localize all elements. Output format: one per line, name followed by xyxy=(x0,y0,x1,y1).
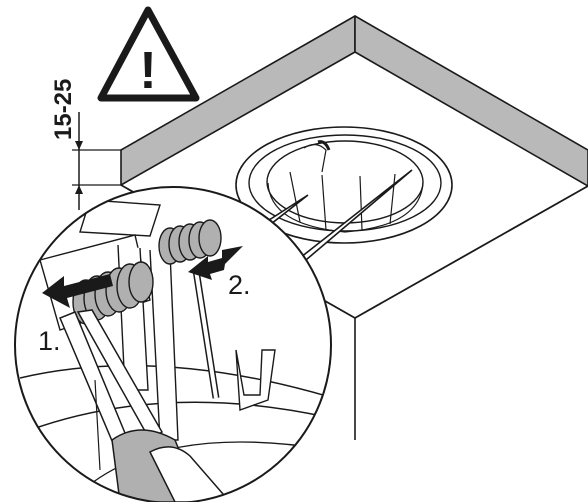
warning-triangle-icon: ! xyxy=(97,6,200,102)
pliers-tool xyxy=(59,309,232,502)
arrow-step-1-icon xyxy=(42,274,113,308)
arrow-step-2-icon xyxy=(188,246,243,280)
magnified-detail xyxy=(14,186,332,502)
dimension-marker: 15-25 xyxy=(50,79,121,210)
downlight-recess xyxy=(235,126,453,244)
step-1-label: 1. xyxy=(38,326,61,356)
warning-exclamation: ! xyxy=(139,42,156,100)
dimension-label: 15-25 xyxy=(50,79,77,140)
spring-upper xyxy=(158,219,222,265)
step-2-label: 2. xyxy=(228,270,251,300)
